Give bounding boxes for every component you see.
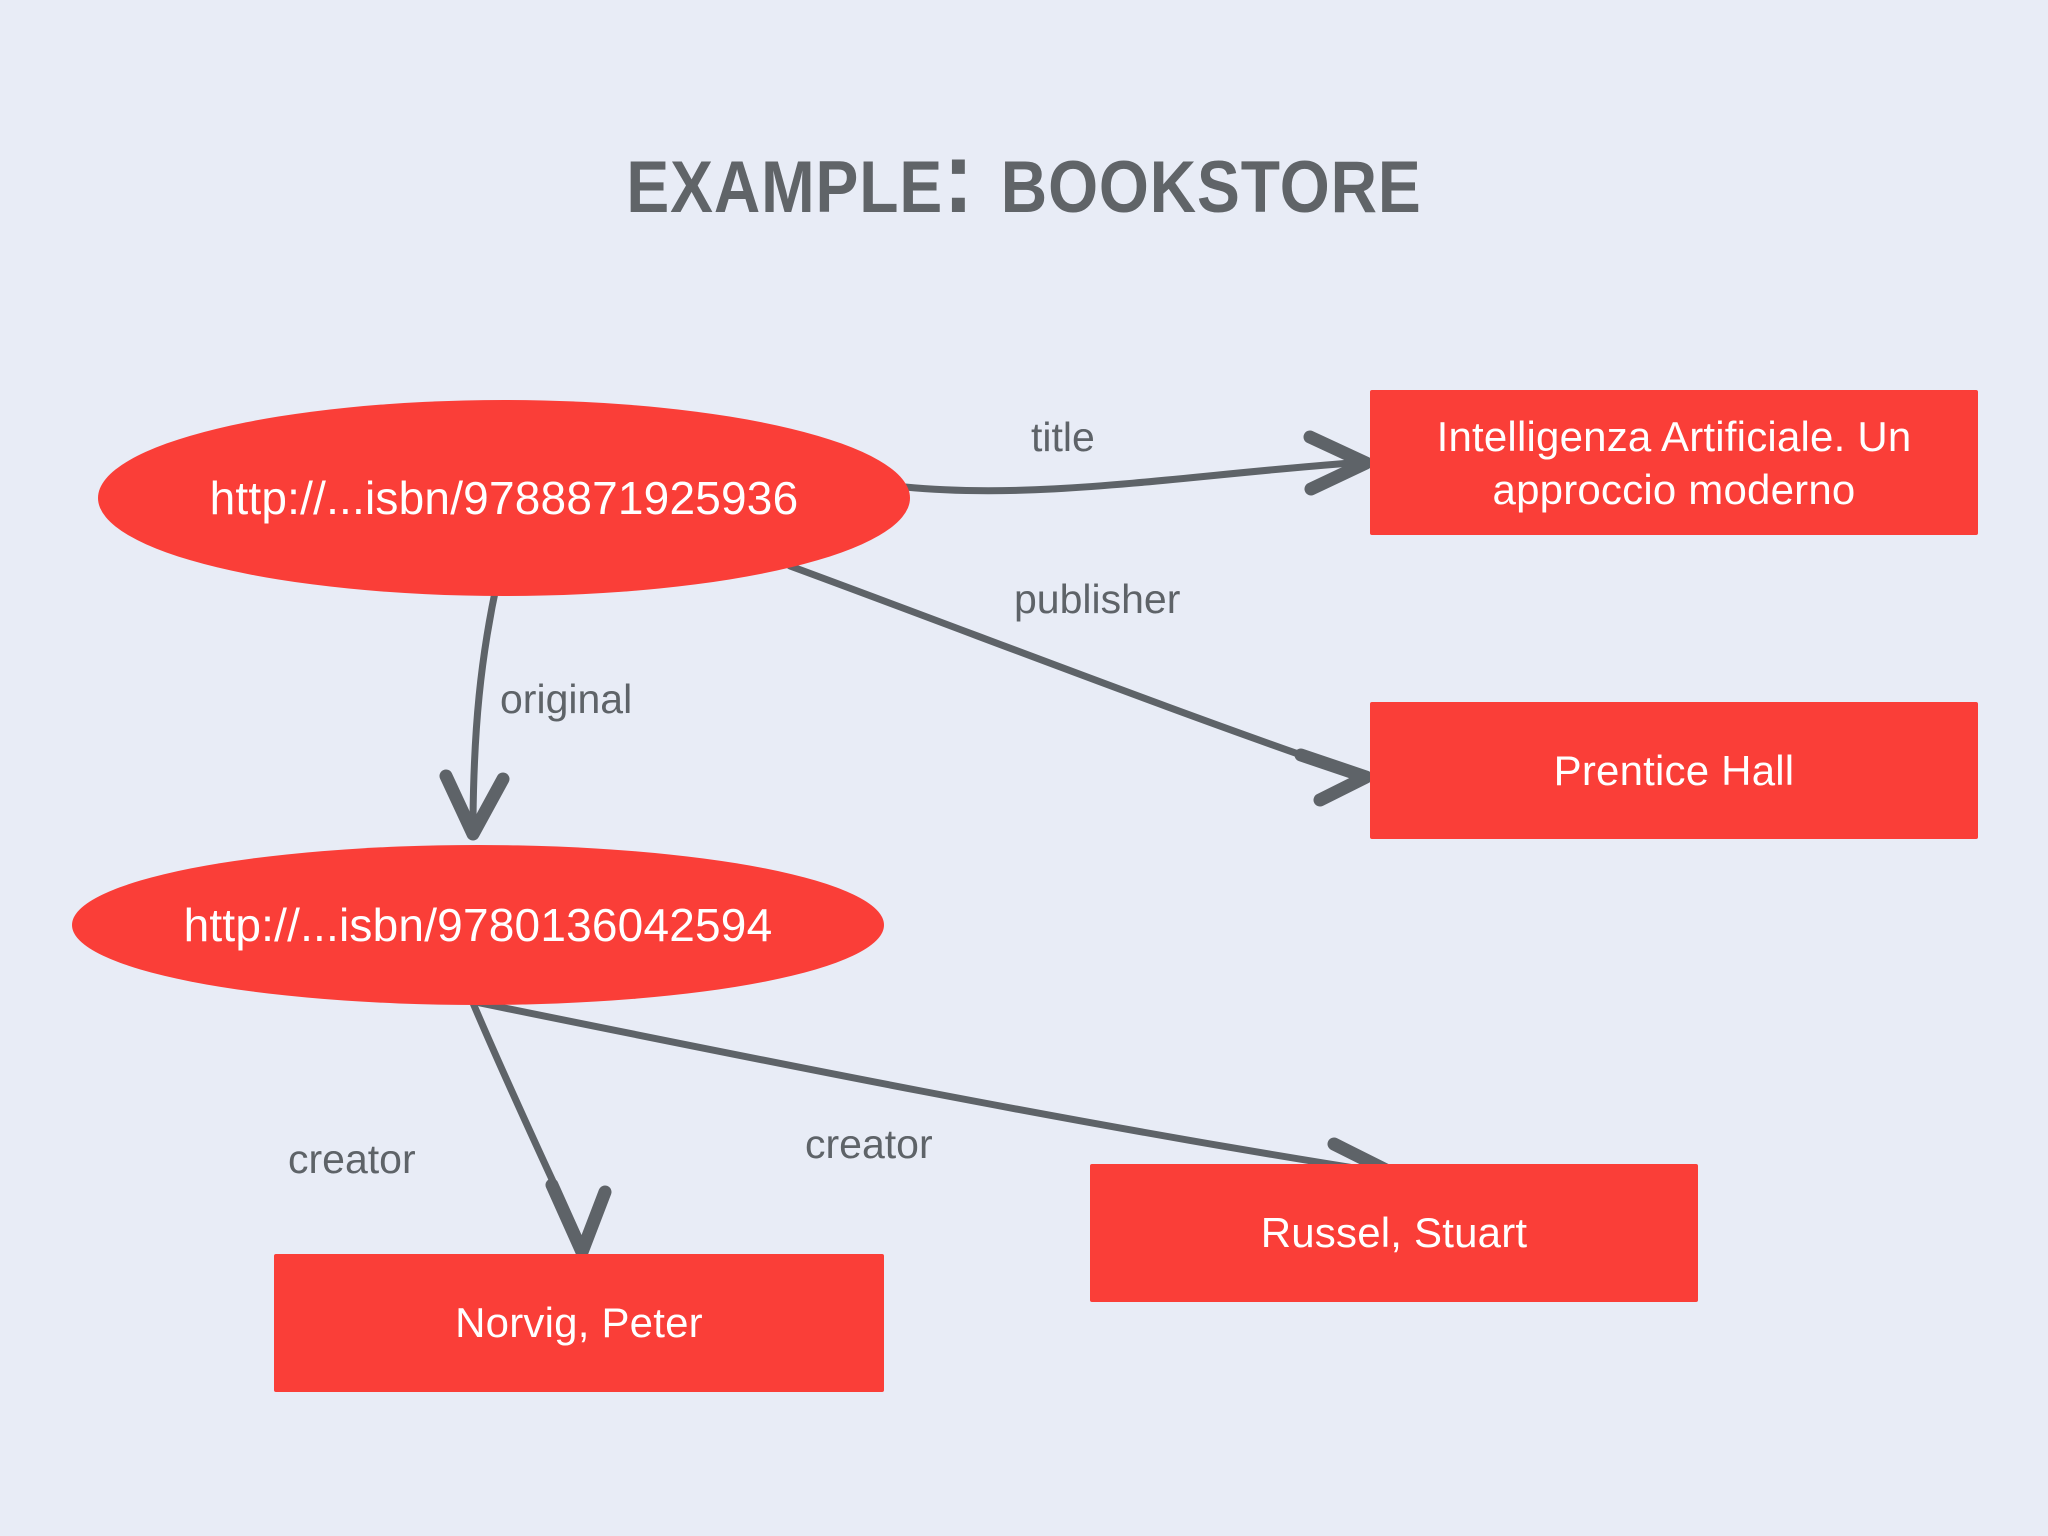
edge-original <box>439 574 510 841</box>
node-label: Intelligenza Artificiale. Un approccio m… <box>1436 412 1912 513</box>
edge-label-creator-norvig: creator <box>288 1136 416 1182</box>
node-label: Norvig, Peter <box>455 1299 703 1346</box>
edge-label-title: title <box>1031 414 1095 460</box>
edge-label-original: original <box>500 676 633 722</box>
node-label: http://...isbn/9788871925936 <box>209 472 799 524</box>
node-label: Russel, Stuart <box>1260 1209 1528 1256</box>
edge-label-publisher: publisher <box>1014 576 1181 622</box>
edge-creator-norvig <box>469 999 612 1259</box>
node-label: Prentice Hall <box>1553 746 1795 794</box>
node-literal-creator-norvig[interactable]: Norvig, Peter <box>274 1254 884 1392</box>
node-resource-book-english[interactable]: http://...isbn/9780136042594 <box>72 845 884 1005</box>
node-resource-book-italian[interactable]: http://...isbn/9788871925936 <box>98 400 910 596</box>
node-label: http://...isbn/9780136042594 <box>183 899 773 951</box>
node-literal-title[interactable]: Intelligenza Artificiale. Un approccio m… <box>1370 390 1978 535</box>
node-literal-publisher[interactable]: Prentice Hall <box>1370 702 1978 839</box>
edge-label-creator-russel: creator <box>805 1121 933 1167</box>
page-title: Example: bookstore <box>626 119 1422 235</box>
edge-title <box>901 430 1373 496</box>
node-literal-creator-russel[interactable]: Russel, Stuart <box>1090 1164 1698 1302</box>
